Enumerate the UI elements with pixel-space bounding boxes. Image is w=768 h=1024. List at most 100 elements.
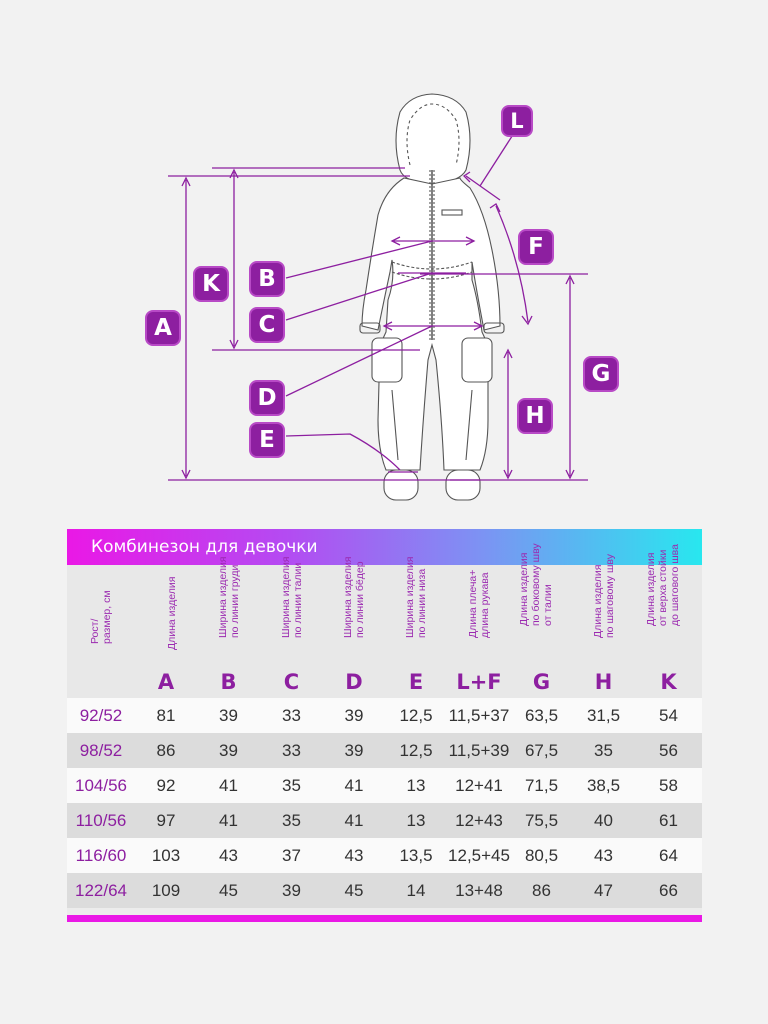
badge-e: E [249, 422, 285, 458]
value-cell: 97 [156, 810, 176, 830]
badge-l: L [501, 105, 533, 137]
badge-g: G [583, 356, 619, 392]
value-cell: 12,5 [399, 740, 433, 760]
value-cell: 39 [344, 705, 364, 725]
header-key: H [594, 670, 613, 694]
value-cell: 11,5+39 [448, 740, 510, 760]
header-label-line: Ширина изделия [279, 556, 292, 639]
header-label-line: Длина изделия [591, 564, 604, 638]
value-cell: 43 [219, 845, 238, 865]
value-cell: 45 [219, 880, 238, 900]
jumpsuit-icon [168, 93, 588, 501]
value-cell: 35 [282, 810, 301, 830]
value-cell: 56 [659, 740, 678, 760]
header-label-line: от талии [541, 584, 554, 626]
badge-f: F [518, 229, 554, 265]
value-cell: 11,5+37 [448, 705, 510, 725]
header-label-line: Длина изделия [644, 552, 657, 626]
value-cell: 39 [219, 740, 238, 760]
header-label-line: от верха стойки [656, 549, 669, 626]
header-label-line: по линии бёдер [354, 561, 366, 638]
bottom-accent-bar [67, 915, 702, 922]
value-cell: 86 [532, 880, 551, 900]
badge-d: D [249, 380, 285, 416]
value-cell: 80,5 [524, 845, 559, 865]
header-key: C [283, 670, 300, 694]
value-cell: 37 [282, 845, 301, 865]
value-cell: 41 [219, 775, 238, 795]
value-cell: 39 [282, 880, 301, 900]
value-cell: 58 [659, 775, 678, 795]
value-cell: 103 [151, 845, 181, 865]
value-cell: 92 [156, 775, 176, 795]
header-label-line: по линии низа [416, 568, 428, 638]
header-label-line: Рост/ [89, 618, 101, 644]
value-cell: 12,5 [399, 705, 433, 725]
value-cell: 35 [594, 740, 613, 760]
value-cell: 43 [594, 845, 613, 865]
value-cell: 33 [282, 740, 301, 760]
value-cell: 33 [282, 705, 301, 725]
value-cell: 12+43 [455, 810, 503, 830]
value-cell: 109 [151, 880, 181, 900]
value-cell: 12,5+45 [448, 845, 510, 865]
value-cell: 45 [344, 880, 364, 900]
header-col-size: Рост/размер, см [67, 565, 135, 698]
header-label-line: длина рукава [479, 572, 491, 638]
badge-h: H [517, 398, 553, 434]
header-label-line: Длина изделия [166, 576, 178, 650]
badge-c: C [249, 307, 285, 343]
header-label-line: Ширина изделия [342, 556, 354, 639]
value-cell: 54 [659, 705, 678, 725]
value-cell: 86 [156, 740, 176, 760]
value-cell: 39 [344, 740, 364, 760]
table-title-bar: Комбинезон для девочки [67, 529, 702, 565]
value-cell: 13 [406, 810, 426, 830]
header-label-line: по линии талии [291, 562, 304, 638]
header-label-line: Ширина изделия [216, 556, 229, 639]
header-key: D [345, 670, 363, 694]
value-cell: 43 [344, 845, 364, 865]
value-cell: 40 [594, 810, 613, 830]
header-key: E [408, 670, 424, 694]
table-title: Комбинезон для девочки [91, 537, 318, 557]
header-label: Длина изделия [166, 577, 178, 650]
value-cell: 66 [659, 880, 678, 900]
value-cell: 13 [406, 775, 426, 795]
size-cell: 98/52 [79, 740, 123, 760]
value-cell: 64 [659, 845, 678, 865]
value-cell: 41 [219, 810, 238, 830]
header-key: G [532, 670, 551, 694]
value-cell: 41 [344, 810, 364, 830]
value-cell: 41 [344, 775, 364, 795]
header-label-line: размер, см [101, 590, 113, 644]
value-cell: 39 [219, 705, 238, 725]
badge-a: A [145, 310, 181, 346]
value-cell: 71,5 [524, 775, 559, 795]
size-cell: 116/60 [75, 845, 127, 865]
header-key: B [220, 670, 237, 694]
header-label-line: до шагового шва [668, 544, 681, 626]
header-label-line: по шаговому шву [603, 554, 616, 638]
value-cell: 14 [406, 880, 426, 900]
value-cell: 35 [282, 775, 301, 795]
